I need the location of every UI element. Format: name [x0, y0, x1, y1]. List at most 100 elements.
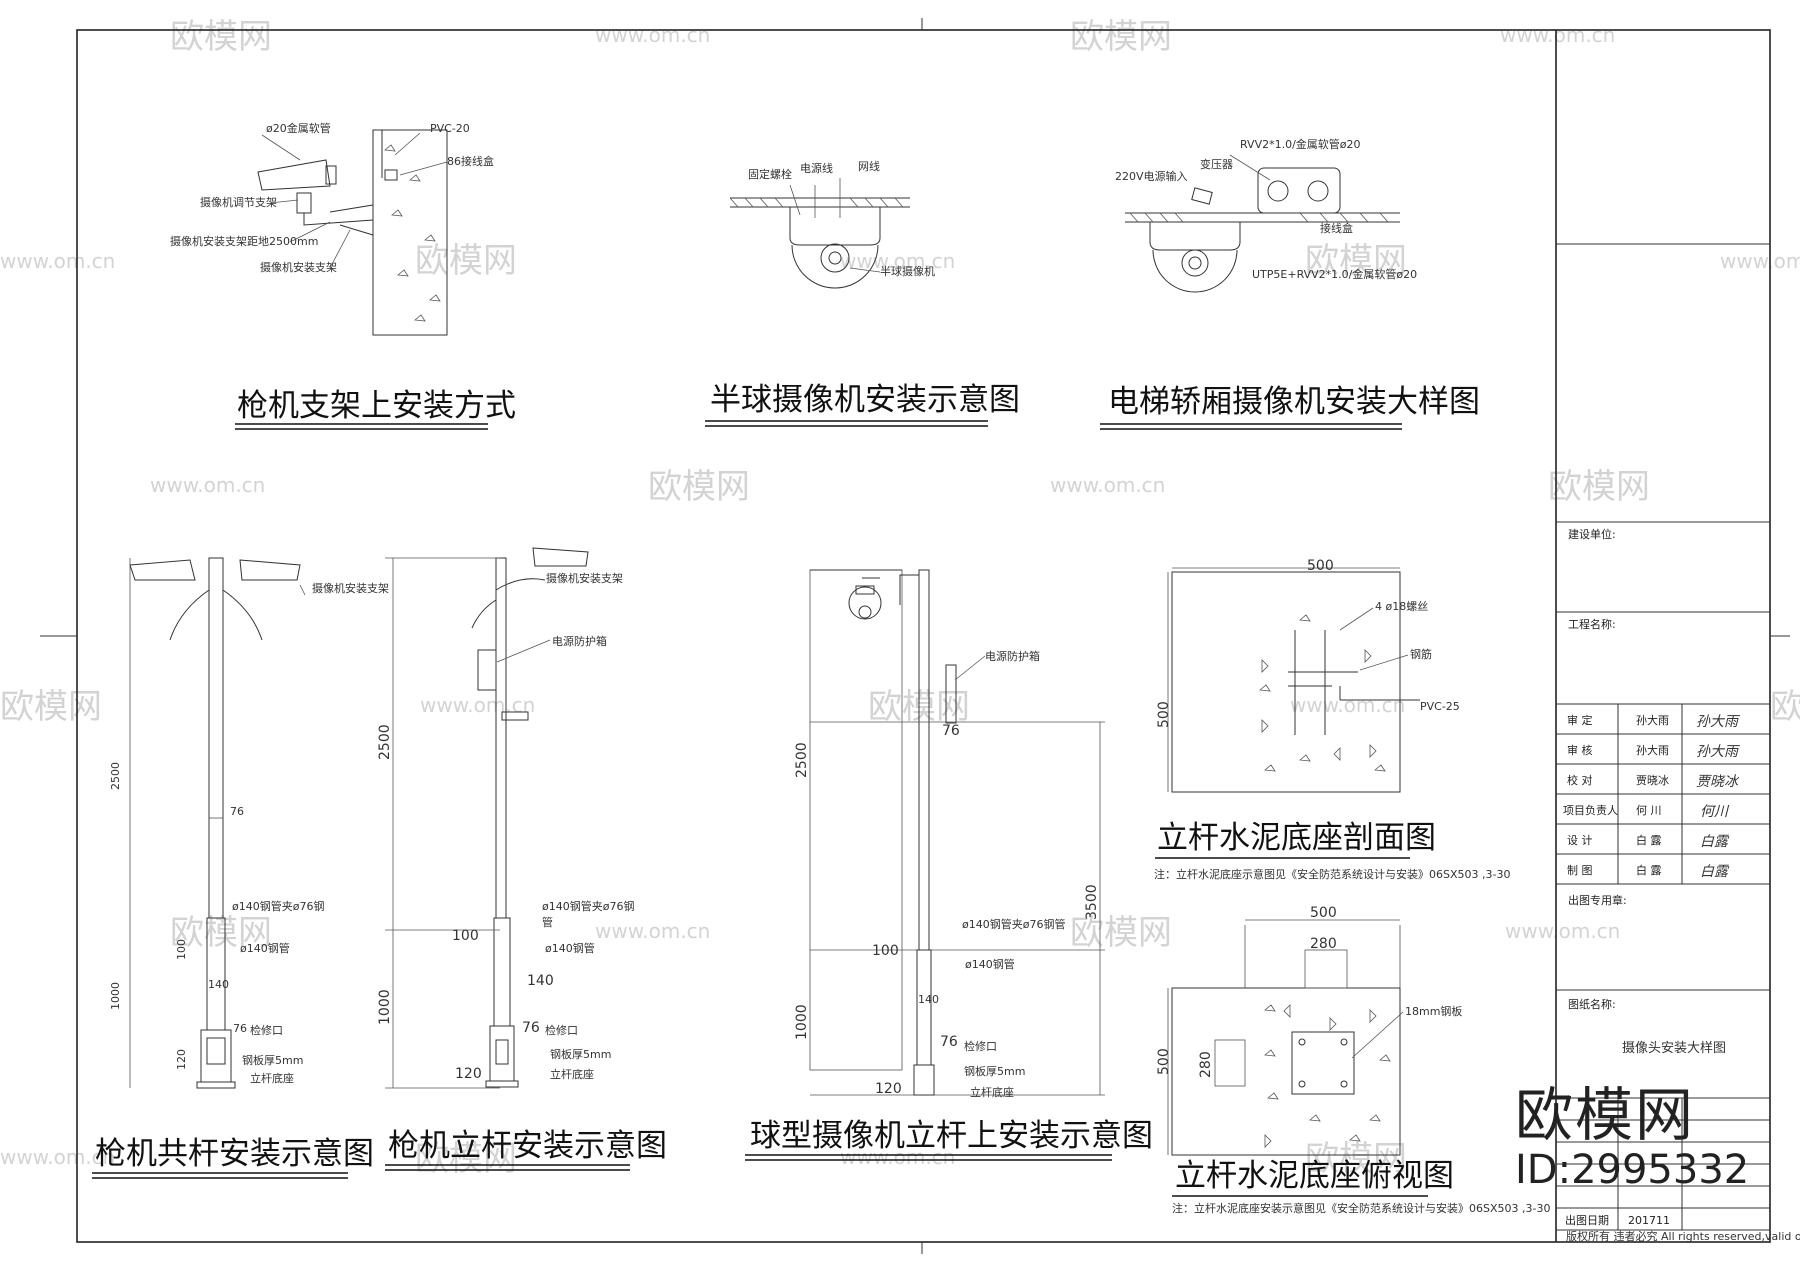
note-base-plan: 注：立杆水泥底座安装示意图见《安全防范系统设计与安装》06SX503 ,3-30 — [1172, 1201, 1550, 1215]
pole — [918, 569, 930, 951]
label-pipe2: ø140钢管 — [545, 941, 595, 955]
dim-76: 76 — [522, 1020, 540, 1036]
concrete-section — [1171, 571, 1401, 793]
label-steel: 钢筋 — [1410, 647, 1432, 661]
dim-1000: 1000 — [109, 982, 122, 1010]
watermark-brand: 欧模网 — [415, 1139, 517, 1179]
pole — [495, 557, 507, 919]
drawing-name: 摄像头安装大样图 — [1622, 1041, 1726, 1056]
dim-height: 500 — [1156, 701, 1172, 728]
label-bracket: 摄像机安装支架 — [260, 260, 337, 274]
dim-120: 120 — [455, 1066, 482, 1082]
watermark-url: www.om.cn — [840, 1145, 955, 1169]
title-block: 建设单位: 工程名称: 审 定 孙大雨 孙大雨 审 核 孙大雨 孙大雨 校 对 … — [1556, 243, 1800, 1243]
watermark-brand: 欧模网 — [415, 241, 517, 281]
label-base: 立杆底座 — [250, 1071, 294, 1085]
watermark-url: www.om.cn — [1500, 23, 1615, 47]
gun-camera-icon — [532, 547, 589, 567]
concrete-plan — [1171, 987, 1401, 1156]
label-plate: 钢板厚5mm — [964, 1064, 1025, 1078]
dim-76b: 76 — [940, 1034, 958, 1050]
dim-width: 500 — [1310, 905, 1337, 921]
gun-camera-right-icon — [239, 559, 301, 581]
title-base-section: 立杆水泥底座剖面图 — [1157, 820, 1436, 856]
name-pm: 何 川 — [1636, 804, 1662, 817]
watermark-url: www.om.cn — [595, 23, 710, 47]
name-review: 孙大雨 — [1636, 743, 1669, 757]
watermark-brand: 欧模网 — [170, 913, 272, 953]
signature: 何川 — [1700, 804, 1730, 820]
role-pm: 项目负责人 — [1563, 803, 1618, 817]
elevator-camera-icon — [1152, 249, 1238, 293]
signature: 白露 — [1700, 864, 1730, 880]
title-gun-bracket: 枪机支架上安装方式 — [237, 388, 516, 424]
date-label: 出图日期 — [1565, 1213, 1609, 1227]
watermark-brand: 欧模网 — [0, 687, 102, 727]
signature: 贾晓冰 — [1696, 774, 1740, 790]
title-shared-pole: 枪机共杆安装示意图 — [95, 1136, 374, 1172]
title-gun-pole: 枪机立杆安装示意图 — [388, 1128, 667, 1164]
dim-2500: 2500 — [794, 742, 810, 778]
watermark-brand: 欧模网 — [1305, 1139, 1407, 1179]
role-design: 设 计 — [1567, 834, 1593, 847]
dim-100: 100 — [872, 943, 899, 959]
dim-1000: 1000 — [794, 1004, 810, 1040]
brand-id: ID:2995332 — [1515, 1147, 1750, 1193]
label-power-box: 电源防护箱 — [985, 649, 1040, 663]
label-power: 电源线 — [800, 161, 833, 175]
gun-camera-icon — [257, 159, 331, 191]
watermark-url: www.om.cn — [1720, 249, 1800, 273]
diagram-ball-pole: 电源防护箱 76 2500 3500 ø140钢管夹ø76钢管 100 ø140… — [745, 569, 1153, 1161]
dim-76b: 76 — [233, 1022, 247, 1035]
watermark-url: www.om.cn — [0, 249, 115, 273]
label-door: 检修口 — [545, 1023, 578, 1037]
title-base-plan: 立杆水泥底座俯视图 — [1175, 1158, 1454, 1194]
signature: 孙大雨 — [1696, 744, 1740, 760]
copyright: 版权所有 违者必究 All rights reserved,valid only… — [1566, 1229, 1800, 1243]
pole — [208, 557, 224, 919]
note-base-section: 注：立杆水泥底座示意图见《安全防范系统设计与安装》06SX503 ,3-30 — [1154, 867, 1510, 881]
dim-140: 140 — [527, 973, 554, 989]
watermark-brand: 欧模网 — [1305, 241, 1407, 281]
label-pipe1: ø140钢管夹ø76钢 — [542, 899, 634, 913]
dim-3500: 3500 — [1084, 884, 1100, 920]
client-label: 建设单位: — [1568, 527, 1616, 541]
dim-width: 500 — [1307, 558, 1334, 574]
label-pipe2: ø140钢管 — [240, 941, 290, 955]
watermark-url: www.om.cn — [1505, 919, 1620, 943]
power-box — [945, 664, 957, 724]
watermark-url: www.om.cn — [420, 693, 535, 717]
signature: 白露 — [1700, 834, 1730, 850]
diagram-gun-bracket: ø20金属软管 PVC-20 86接线盒 摄像机调节支架 摄像机安装支架距地25… — [170, 121, 516, 430]
watermark-brand: 欧模网 — [1070, 913, 1172, 953]
watermark-brand: 欧模网 — [1070, 17, 1172, 57]
dim-height: 500 — [1156, 1048, 1172, 1075]
dim-2500: 2500 — [377, 724, 393, 760]
label-bracket-height: 摄像机安装支架距地2500mm — [170, 234, 318, 248]
label-pipe2: ø140钢管 — [965, 957, 1015, 971]
title-elevator-camera: 电梯轿厢摄像机安装大样图 — [1108, 384, 1480, 420]
ball-camera-icon — [848, 586, 882, 620]
dim-100: 100 — [175, 939, 188, 960]
dim-120: 120 — [875, 1081, 902, 1097]
dim-120: 120 — [175, 1049, 188, 1070]
dim-inner: 280 — [1310, 936, 1337, 952]
diagram-dome-camera: 固定螺栓 电源线 网线 半球摄像机 半球摄像机安装示意图 — [705, 159, 1020, 427]
watermark-url: www.om.cn — [150, 473, 265, 497]
label-base: 立杆底座 — [550, 1067, 594, 1081]
dim-inner-h: 280 — [1198, 1051, 1214, 1078]
diagram-shared-pole: 摄像机安装支架 2500 1000 100 120 76 ø140钢管夹ø76钢… — [92, 557, 389, 1179]
diagram-base-section: 500 500 4 ø18螺丝 钢筋 PVC-25 立杆水泥底座剖面图 注：立杆… — [1154, 558, 1510, 881]
label-bolt: 4 ø18螺丝 — [1375, 600, 1428, 613]
power-box — [477, 649, 497, 691]
label-power-box: 电源防护箱 — [552, 634, 607, 648]
label-utp: UTP5E+RVV2*1.0/金属软管ø20 — [1252, 267, 1417, 281]
dim-140: 140 — [208, 978, 229, 991]
name-check: 贾晓冰 — [1636, 774, 1669, 787]
watermark-brand: 欧模网 — [1548, 467, 1650, 507]
role-approve: 审 定 — [1567, 713, 1593, 727]
brand-name: 欧模网 — [1515, 1081, 1696, 1149]
name-approve: 孙大雨 — [1636, 713, 1669, 727]
dim-1000: 1000 — [377, 989, 393, 1025]
